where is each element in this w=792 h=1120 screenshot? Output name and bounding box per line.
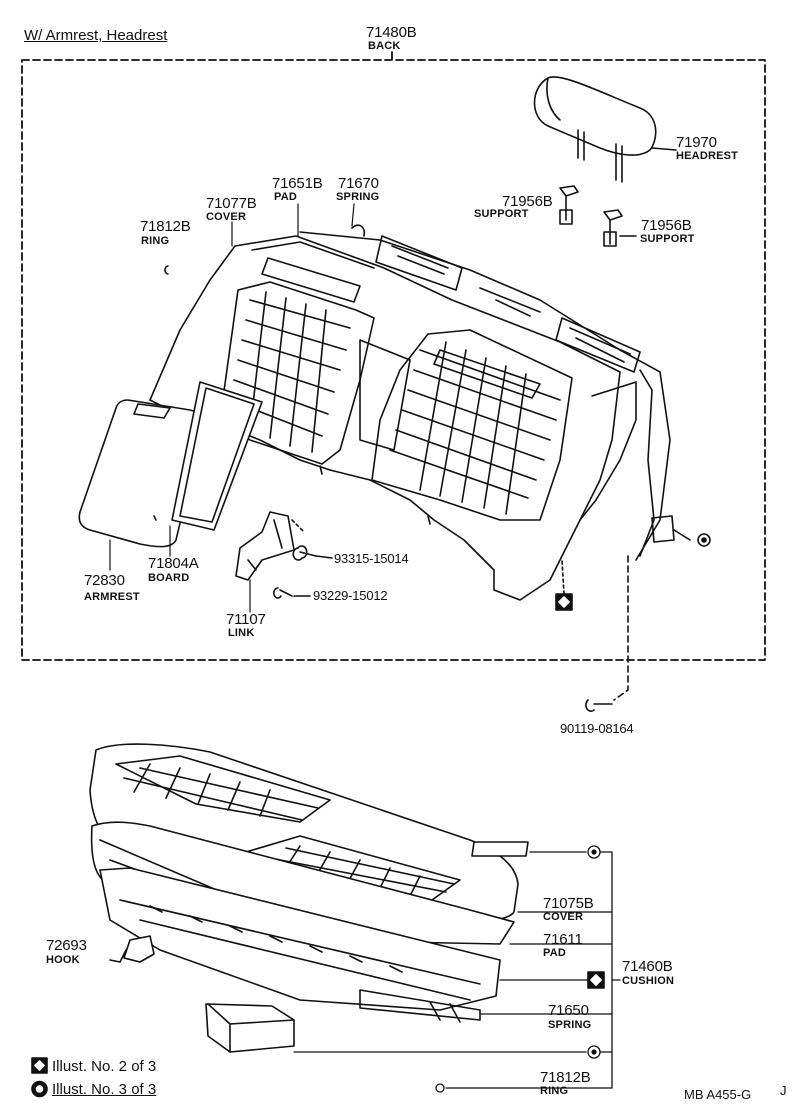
foam-block-drawing bbox=[205, 1003, 295, 1053]
back-assembly-frame bbox=[21, 51, 766, 661]
cushion-leaders bbox=[293, 845, 621, 1093]
cushion-cover-part-name: COVER bbox=[543, 911, 584, 923]
support-left-part-name: SUPPORT bbox=[474, 208, 529, 220]
legend-symbols bbox=[31, 1057, 48, 1098]
cushion-ring-part-number[interactable]: 71812B bbox=[540, 1069, 591, 1086]
diamond-marker-back bbox=[555, 559, 573, 611]
back-part-name: BACK bbox=[368, 40, 401, 52]
support-right-part-number[interactable]: 71956B bbox=[641, 217, 692, 234]
cushion-spring-part-number[interactable]: 71650 bbox=[548, 1002, 589, 1019]
back-pad-part-number[interactable]: 71651B bbox=[272, 175, 323, 192]
legend-diamond-text: Illust. No. 2 of 3 bbox=[52, 1058, 157, 1075]
bolt-a-drawing bbox=[292, 545, 333, 561]
back-cover-part-number[interactable]: 71077B bbox=[206, 195, 257, 212]
corner-mark: J bbox=[780, 1083, 787, 1098]
back-spring-part-number[interactable]: 71670 bbox=[338, 175, 379, 192]
armrest-part-number[interactable]: 72830 bbox=[84, 572, 125, 589]
small-pad-drawing bbox=[471, 841, 529, 857]
bolt-c-drawing bbox=[585, 555, 629, 712]
armrest-part-name: ARMREST bbox=[84, 591, 140, 603]
back-pad-part-name: PAD bbox=[274, 191, 298, 203]
clip-drawing bbox=[651, 515, 711, 547]
back-part-number[interactable]: 71480B bbox=[366, 24, 417, 41]
back-leaders bbox=[109, 203, 355, 613]
bolt-a-part-number[interactable]: 93315-15014 bbox=[334, 551, 409, 566]
hook-drawing bbox=[109, 935, 155, 963]
cushion-cover-part-number[interactable]: 71075B bbox=[543, 895, 594, 912]
headrest-part-name: HEADREST bbox=[676, 150, 739, 162]
variant-title: W/ Armrest, Headrest bbox=[24, 27, 168, 44]
drawing-code: MB A455-G bbox=[684, 1087, 752, 1102]
cushion-assembly-part-number[interactable]: 71460B bbox=[622, 958, 673, 975]
board-part-number[interactable]: 71804A bbox=[148, 555, 199, 572]
bolt-c-part-number[interactable]: 90119-08164 bbox=[560, 721, 634, 736]
hook-part-number[interactable]: 72693 bbox=[46, 937, 87, 954]
cushion-drawing bbox=[89, 743, 519, 1023]
support-left-drawing bbox=[559, 185, 579, 225]
back-cover-part-name: COVER bbox=[206, 211, 247, 223]
back-cover-drawing bbox=[149, 235, 637, 601]
back-spring-part-name: SPRING bbox=[336, 191, 380, 203]
board-drawing bbox=[171, 381, 263, 531]
link-drawing bbox=[235, 511, 305, 581]
support-left-part-number[interactable]: 71956B bbox=[502, 193, 553, 210]
bolt-b-part-number[interactable]: 93229-15012 bbox=[313, 588, 388, 603]
ring-back-drawing bbox=[164, 265, 169, 275]
link-part-number[interactable]: 71107 bbox=[226, 611, 266, 628]
cushion-pad-part-number[interactable]: 71611 bbox=[543, 931, 583, 948]
cushion-spring-part-name: SPRING bbox=[548, 1019, 592, 1031]
cushion-assembly-part-name: CUSHION bbox=[622, 975, 675, 987]
back-ring-part-number[interactable]: 71812B bbox=[140, 218, 191, 235]
support-right-drawing bbox=[603, 209, 637, 247]
hook-part-name: HOOK bbox=[46, 954, 80, 966]
back-ring-part-name: RING bbox=[141, 235, 170, 247]
headrest-part-number[interactable]: 71970 bbox=[676, 134, 717, 151]
bolt-b-drawing bbox=[273, 587, 311, 599]
link-part-name: LINK bbox=[228, 627, 255, 639]
cushion-ring-part-name: RING bbox=[540, 1085, 569, 1097]
back-frame-drawing bbox=[299, 224, 671, 561]
headrest-drawing bbox=[533, 76, 677, 183]
board-part-name: BOARD bbox=[148, 572, 190, 584]
cushion-pad-part-name: PAD bbox=[543, 947, 567, 959]
legend-circle-text: Illust. No. 3 of 3 bbox=[52, 1081, 157, 1098]
support-right-part-name: SUPPORT bbox=[640, 233, 695, 245]
diamond-marker-cushion bbox=[587, 971, 605, 989]
